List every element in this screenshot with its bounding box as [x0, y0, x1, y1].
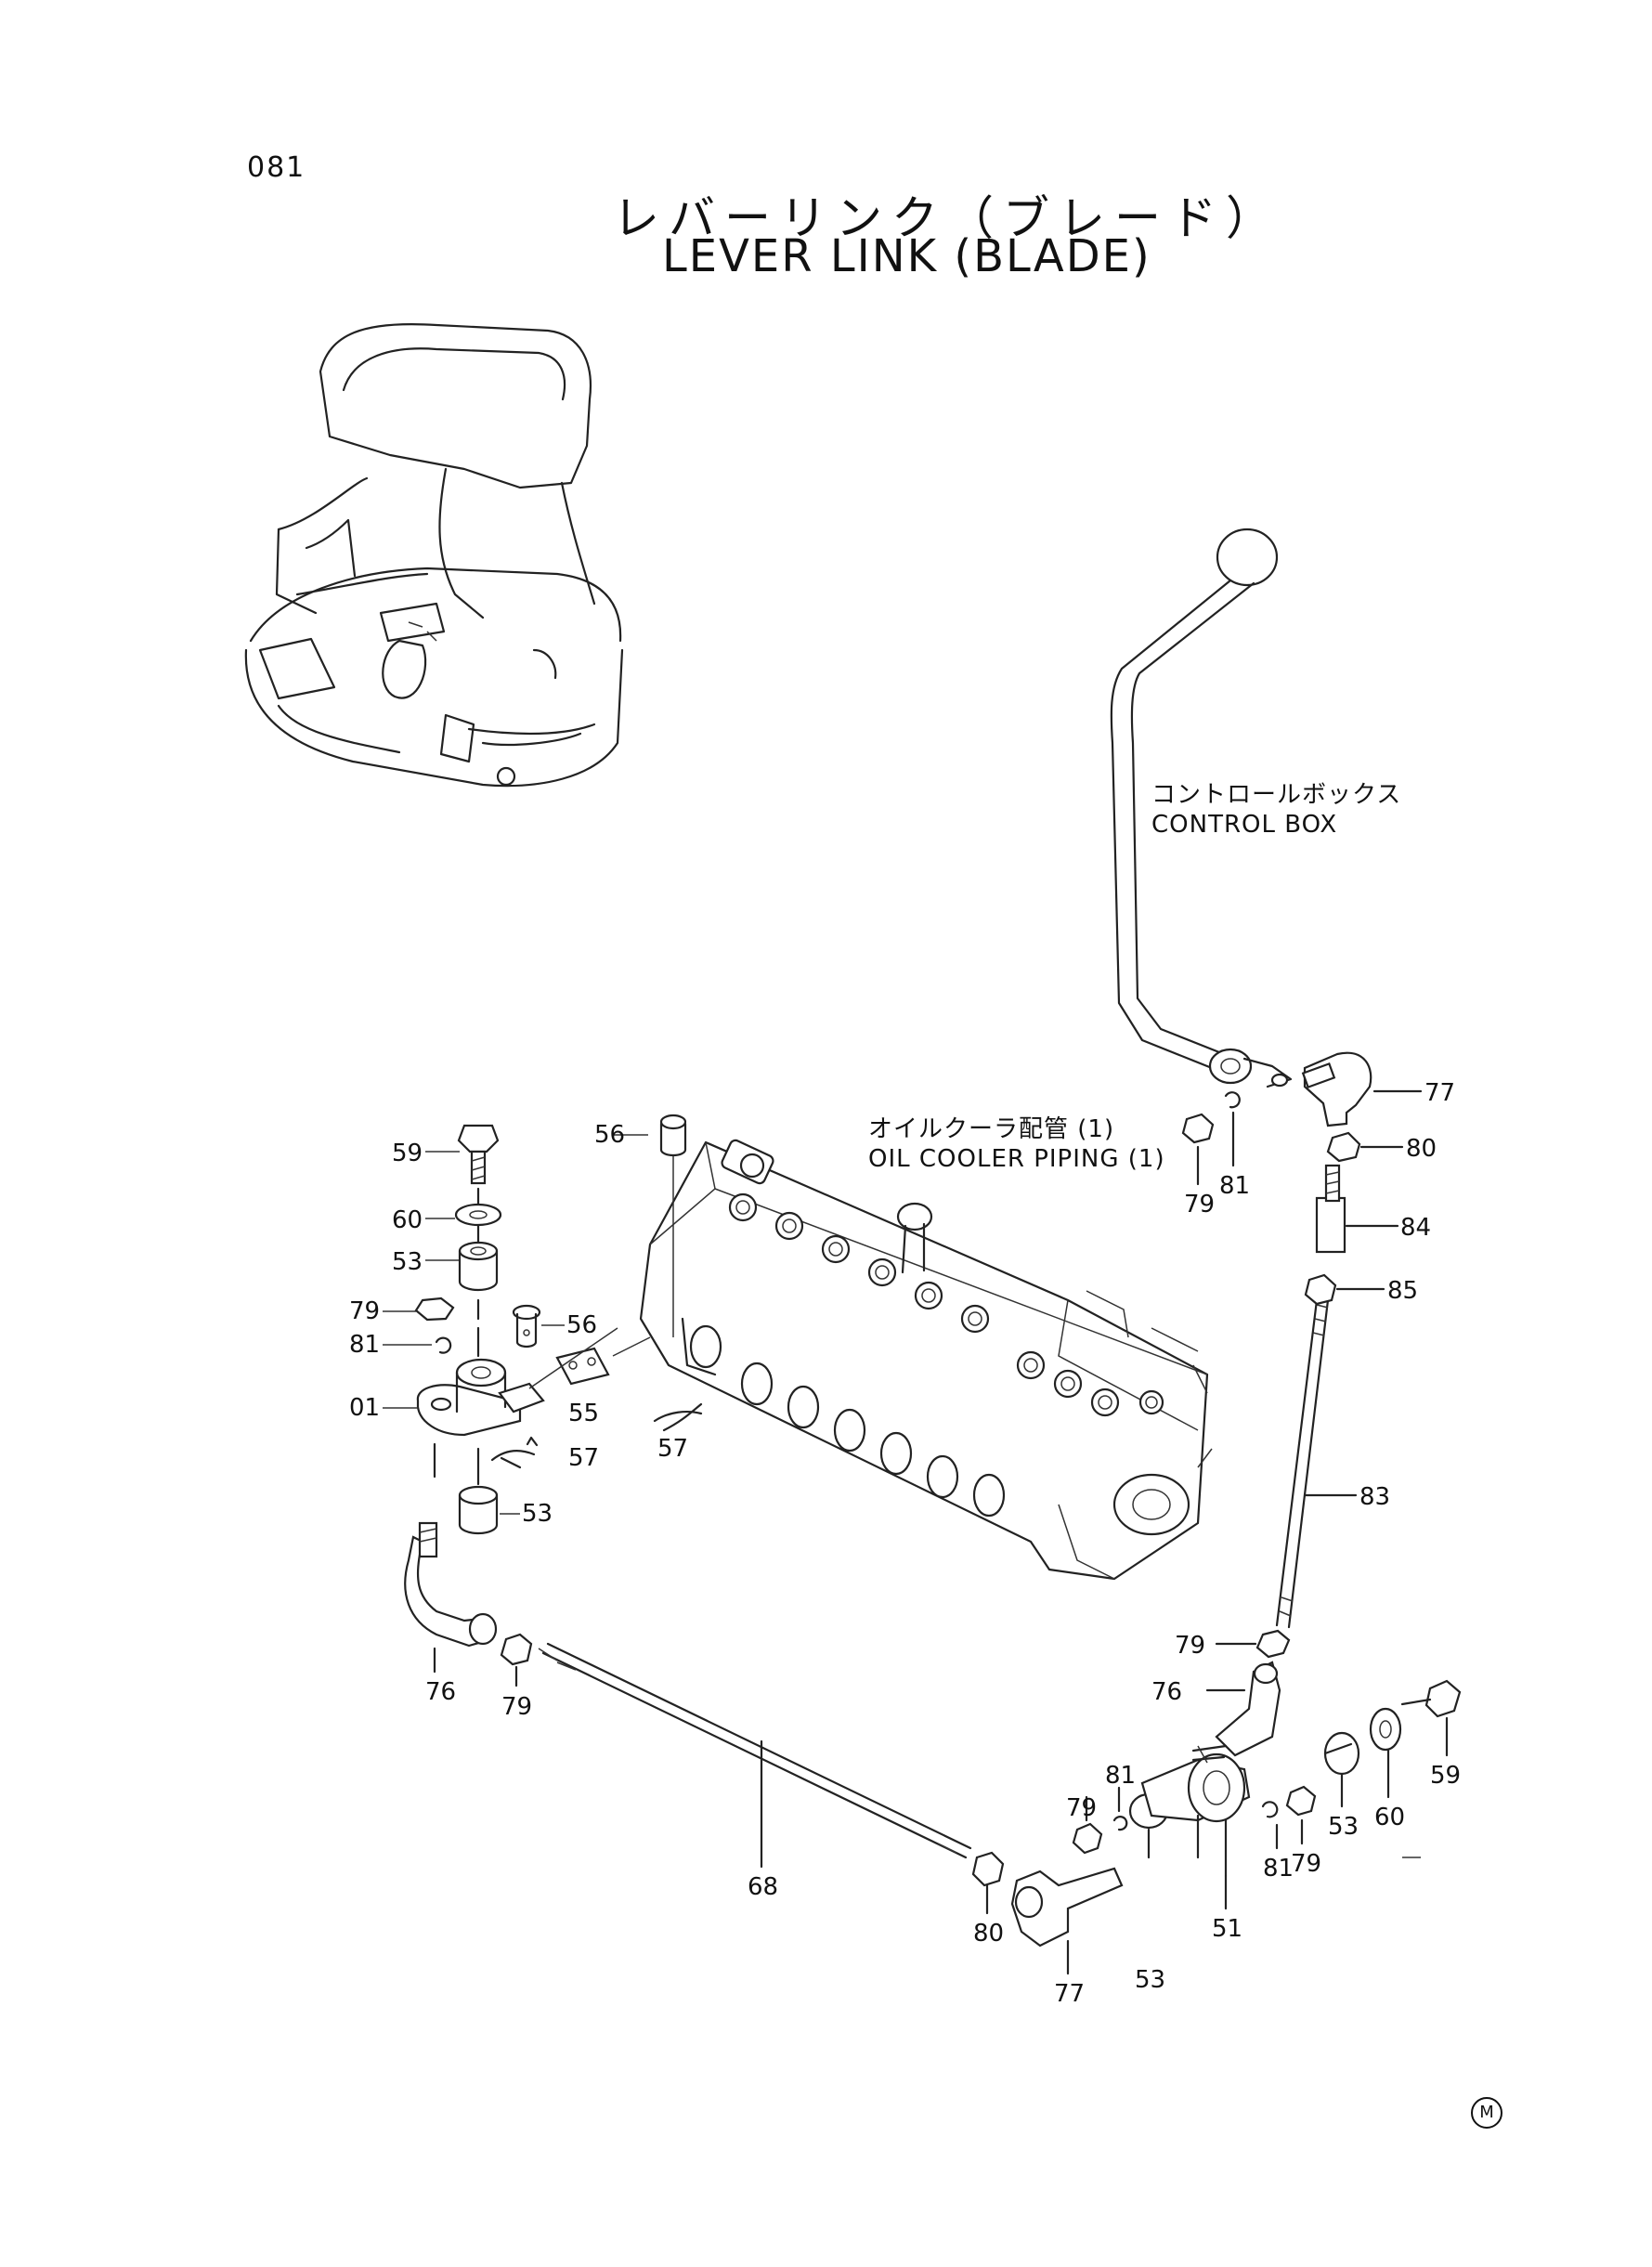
callout-76-right: 76	[1151, 1678, 1182, 1706]
callout-56-left: 56	[566, 1311, 597, 1339]
control-box-label-jp: コントロールボックス	[1151, 781, 1402, 809]
callout-79-rod: 79	[501, 1693, 532, 1721]
callout-68: 68	[748, 1873, 778, 1901]
control-lever	[1110, 528, 1293, 1088]
callout-51: 51	[1212, 1915, 1242, 1943]
oil-cooler-note: オイルクーラ配管 (1) OIL COOLER PIPING (1)	[868, 1114, 1165, 1174]
callout-60-right: 60	[1374, 1804, 1405, 1831]
callout-80-lower: 80	[973, 1920, 1004, 1948]
callout-79-low: 79	[1066, 1794, 1097, 1822]
callout-80-top: 80	[1406, 1135, 1437, 1163]
title-english: LEVER LINK (BLADE)	[662, 230, 1151, 282]
leader-lines	[383, 1134, 1421, 1858]
callout-76-left: 76	[425, 1678, 456, 1706]
callout-79-left: 79	[349, 1297, 380, 1325]
callout-59-right: 59	[1430, 1762, 1461, 1790]
callout-01: 01	[349, 1394, 380, 1422]
callout-53-left-low: 53	[522, 1500, 553, 1528]
callout-81-lower: 81	[1263, 1855, 1294, 1883]
callout-56-valve: 56	[594, 1121, 625, 1149]
callout-77-lower: 77	[1054, 1980, 1085, 2008]
oil-cooler-label-en: OIL COOLER PIPING (1)	[868, 1145, 1165, 1173]
page-number: 081	[247, 151, 306, 184]
callout-81-top: 81	[1219, 1172, 1250, 1200]
oil-cooler-label-jp: オイルクーラ配管 (1)	[868, 1115, 1115, 1143]
manufacturer-mark: M	[1471, 2097, 1502, 2129]
callout-81-left: 81	[349, 1331, 380, 1359]
callout-60-left: 60	[392, 1206, 423, 1234]
callout-labels: 59 60 53 79 81 01 56 55 57 53 56 57 76 7…	[349, 1079, 1461, 2008]
callout-57-left: 57	[568, 1444, 599, 1472]
callout-53-left-top: 53	[392, 1248, 423, 1276]
callout-57-valve: 57	[657, 1435, 688, 1463]
callout-79-lower: 79	[1291, 1850, 1321, 1878]
machine-overview-illustration	[244, 323, 624, 788]
callout-79-top: 79	[1184, 1191, 1215, 1218]
callout-53-right: 53	[1328, 1813, 1359, 1841]
callout-84: 84	[1400, 1214, 1431, 1242]
callout-81-low: 81	[1105, 1762, 1136, 1790]
callout-83: 83	[1359, 1483, 1390, 1511]
control-box-label-en: CONTROL BOX	[1151, 811, 1338, 839]
control-valve	[639, 1139, 1213, 1581]
callout-79-right: 79	[1175, 1632, 1205, 1660]
lower-linkage-parts	[404, 1051, 1462, 1975]
title-japanese: レバーリンク（ブレード）	[613, 191, 1281, 245]
callout-85: 85	[1387, 1277, 1418, 1305]
left-linkage-parts	[414, 1114, 703, 1535]
callout-77-top: 77	[1424, 1079, 1455, 1107]
control-box-note: コントロールボックス CONTROL BOX	[1151, 780, 1401, 840]
callout-59-left: 59	[392, 1140, 423, 1167]
callout-55: 55	[568, 1400, 599, 1427]
callout-53-lower: 53	[1135, 1966, 1165, 1994]
